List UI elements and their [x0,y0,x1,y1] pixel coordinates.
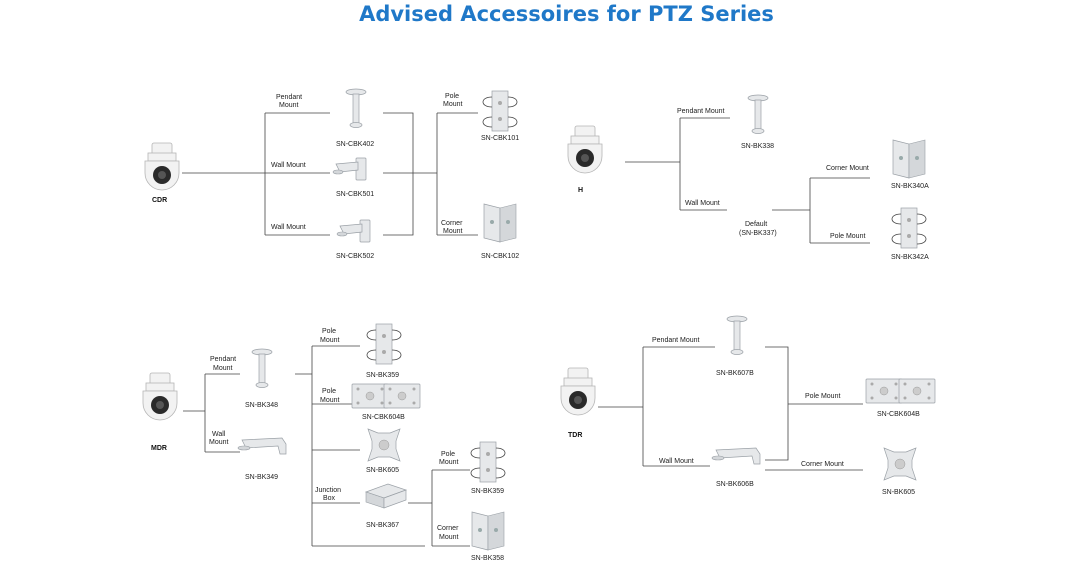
cdr-corner-label-2: Mount [443,228,463,235]
mdr-pole2-label-1: Pole [322,388,336,395]
mdr-code-2: SN-BK349 [245,474,278,481]
mdr-code-8: SN-BK358 [471,555,504,562]
cdr-code-4: SN-CBK101 [481,135,519,142]
mdr-pole1-label-1: Pole [322,328,336,335]
mdr-pendant-label-2: Mount [213,365,233,372]
h-pendant-image [747,94,769,134]
mdr-plate-pair-image [351,383,421,409]
mdr-code-1: SN-BK348 [245,402,278,409]
cdr-corner-image [483,203,517,243]
tdr-code-4: SN-BK605 [882,489,915,496]
page-title: Advised Accessoires for PTZ Series [359,2,774,26]
mdr-corner-label-2: Mount [439,534,459,541]
h-camera-image [567,125,603,174]
cdr-pendant-label-2: Mount [279,102,299,109]
mdr-corner-image [471,511,505,551]
tdr-pole-label: Pole Mount [805,393,840,400]
cdr-wall2-label: Wall Mount [271,224,306,231]
mdr-wall-image [237,437,287,455]
h-pole-image [891,207,927,249]
cdr-code-2: SN-CBK501 [336,191,374,198]
mdr-pole3-image [470,441,506,483]
mdr-corner-label-1: Corner [437,525,459,532]
cdr-pole-label-1: Pole [445,93,459,100]
mdr-code-6: SN-BK367 [366,522,399,529]
mdr-pendant-label-1: Pendant [210,356,236,363]
h-pole-label: Pole Mount [830,233,865,240]
tdr-pendant-image [726,315,748,355]
tdr-pendant-label: Pendant Mount [652,337,700,344]
cdr-code-3: SN-CBK502 [336,253,374,260]
cdr-code-1: SN-CBK402 [336,141,374,148]
mdr-pole2-label-2: Mount [320,397,340,404]
mdr-code-4: SN-CBK604B [362,414,405,421]
h-camera-label: H [578,187,583,194]
mdr-code-3: SN-BK359 [366,372,399,379]
h-wall-label: Wall Mount [685,200,720,207]
mdr-pendant-image [251,348,273,388]
mdr-junction-label-2: Box [323,495,336,502]
h-code-3: SN-BK342A [891,254,929,261]
h-corner-image [892,139,926,179]
cdr-wall2-image [336,219,371,243]
tdr-camera-image [560,367,596,416]
cdr-code-5: SN-CBK102 [481,253,519,260]
mdr-junction-label-1: Junction [315,487,341,494]
cdr-pendant-image [345,88,367,128]
mdr-camera-label: MDR [151,445,167,452]
mdr-wall-label-1: Wall [212,431,226,438]
h-corner-label: Corner Mount [826,165,869,172]
cdr-pendant-label-1: Pendant [276,94,302,101]
tdr-camera-label: TDR [568,432,582,439]
mdr-pole3-label-2: Mount [439,459,459,466]
section-h: H Pendant Mount Wall Mount Default (SN-B… [567,94,929,261]
h-code-2: SN-BK340A [891,183,929,190]
section-cdr: CDR Pendant Mount Wall Mount Wall Mount … [144,88,519,260]
tdr-plate-pair-image [865,378,936,404]
tdr-wall-image [711,447,761,465]
mdr-pole1-image [366,323,402,365]
mdr-junction-image [365,483,407,509]
cdr-camera-label: CDR [152,197,167,204]
cdr-pole-image [482,90,518,132]
mdr-code-5: SN-BK605 [366,467,399,474]
cdr-camera-image [144,142,180,191]
cdr-wall1-image [332,157,367,181]
tdr-code-1: SN-BK607B [716,370,754,377]
mdr-camera-image [142,372,178,421]
h-default-label-2: (SN-BK337) [739,230,777,237]
tdr-flower-image [883,447,917,481]
cdr-pole-label-2: Mount [443,101,463,108]
section-mdr: MDR Pendant Mount Wall Mount Pole Mount … [142,323,506,562]
tdr-code-2: SN-BK606B [716,481,754,488]
mdr-flower-image [367,428,401,462]
tdr-wall-label: Wall Mount [659,458,694,465]
cdr-wall1-label: Wall Mount [271,162,306,169]
tdr-code-3: SN-CBK604B [877,411,920,418]
cdr-corner-label-1: Corner [441,220,463,227]
mdr-pole1-label-2: Mount [320,337,340,344]
h-default-label-1: Default [745,221,767,228]
mdr-code-7: SN-BK359 [471,488,504,495]
h-pendant-label: Pendant Mount [677,108,725,115]
h-code-1: SN-BK338 [741,143,774,150]
mdr-wall-label-2: Mount [209,439,229,446]
mdr-pole3-label-1: Pole [441,451,455,458]
tdr-corner-label: Corner Mount [801,461,844,468]
section-tdr: TDR Pendant Mount Wall Mount Pole Mount … [560,315,936,496]
